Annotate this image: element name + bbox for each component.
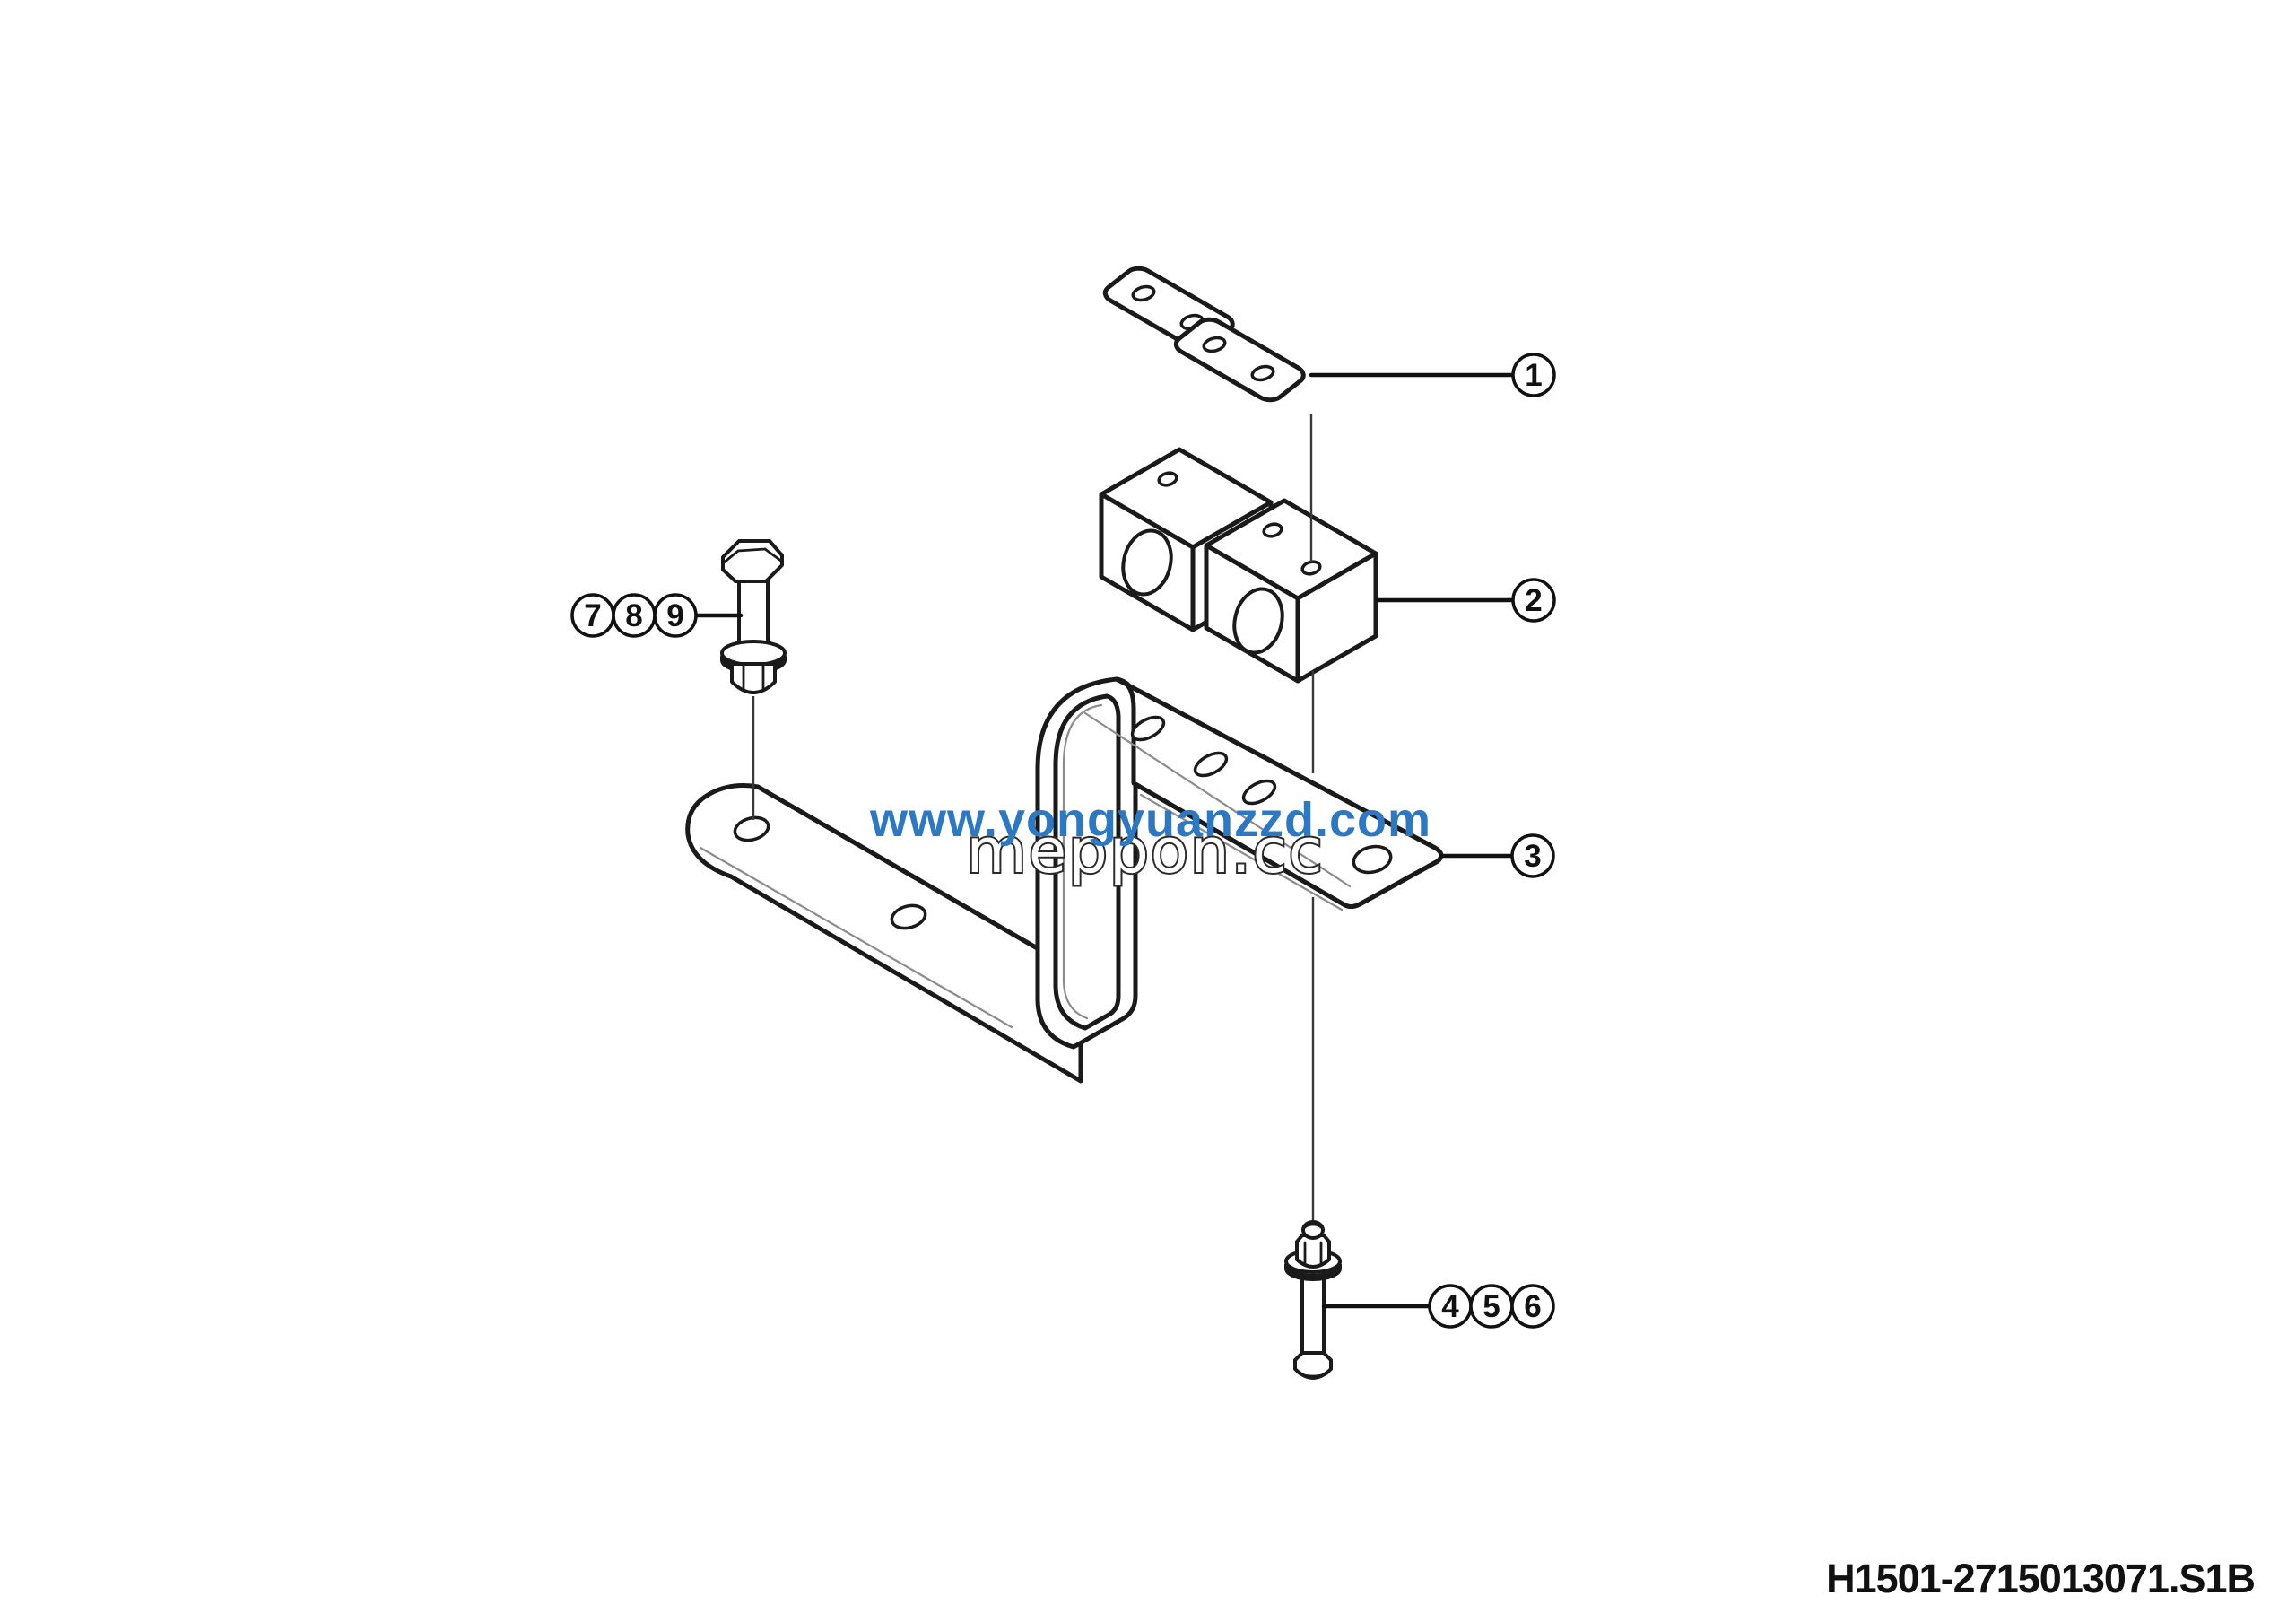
- bracket-hole: [890, 903, 927, 930]
- bolt-hex-head: [721, 539, 784, 583]
- z-bracket: [685, 676, 1444, 1084]
- bracket-left-arm: [685, 783, 1083, 1084]
- callout-6: 6: [1510, 1284, 1555, 1329]
- callout-8: 8: [612, 593, 657, 638]
- callout-2-label: 2: [1525, 583, 1542, 618]
- bolt-washer: [720, 640, 787, 667]
- callout-4-label: 4: [1441, 1289, 1459, 1324]
- stud-shaft: [1300, 1267, 1326, 1360]
- stud-nut: [1295, 1234, 1331, 1269]
- clamp-plates: [1100, 265, 1309, 404]
- callout-1: 1: [1511, 353, 1556, 397]
- callout-9: 9: [653, 593, 698, 638]
- bracket-hole: [733, 815, 770, 842]
- callout-1-label: 1: [1525, 358, 1542, 393]
- bracket-slot: [1241, 779, 1277, 806]
- callout-2: 2: [1511, 578, 1556, 623]
- hex-bolt-assembly: [720, 539, 787, 694]
- callout-7: 7: [570, 593, 615, 638]
- callout-3-label: 3: [1524, 839, 1541, 874]
- bracket-slot: [1193, 751, 1229, 778]
- callout-5: 5: [1469, 1284, 1514, 1329]
- bracket-hole: [1352, 844, 1393, 875]
- flange-bolt-assembly: [1284, 1220, 1342, 1380]
- callout-5-label: 5: [1483, 1289, 1500, 1324]
- callout-7-label: 7: [584, 598, 601, 633]
- bolt-nut: [730, 662, 777, 694]
- watermark-url-text: www.yongyuanzzd.com: [869, 793, 1431, 847]
- callout-9-label: 9: [666, 598, 683, 633]
- callout-4: 4: [1428, 1284, 1473, 1329]
- clamp-blocks: [1099, 447, 1378, 684]
- leader-lines: [695, 372, 1514, 1309]
- callout-6-label: 6: [1524, 1289, 1541, 1324]
- bracket-slot: [1130, 715, 1166, 742]
- callout-3: 3: [1510, 833, 1555, 878]
- clamp-block-right: [1204, 498, 1378, 684]
- watermark-outline-text: meppon.cc: [966, 815, 1324, 887]
- bracket-riser-inner-edge: [1053, 693, 1121, 1031]
- clamp-plate-lower: [1170, 316, 1309, 404]
- drawing-number: H1501-2715013071.S1B: [1826, 1556, 2255, 1601]
- callout-8-label: 8: [625, 598, 642, 633]
- assembly-axis-lines: [752, 414, 1315, 1222]
